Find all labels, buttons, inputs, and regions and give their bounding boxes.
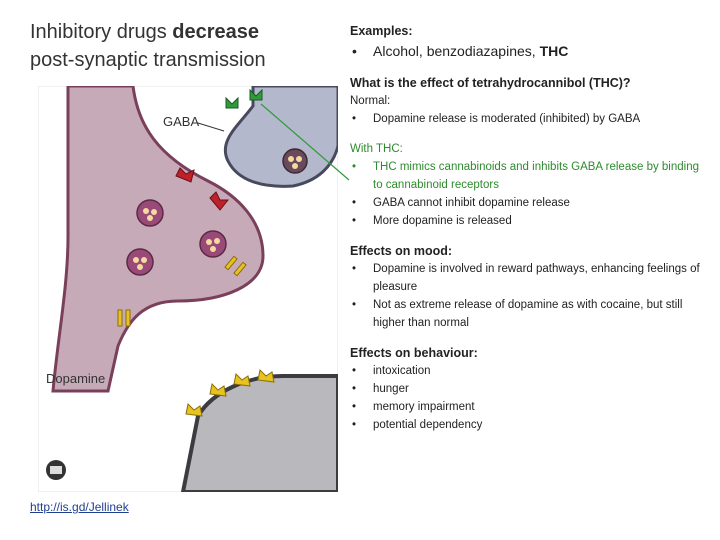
dopamine-molecules bbox=[117, 255, 247, 327]
title-part3: post-synaptic transmission bbox=[30, 49, 266, 71]
title-bold: decrease bbox=[172, 21, 260, 43]
dopamine-vesicles bbox=[126, 148, 308, 276]
examples-list: Alcohol, benzodiazapines, THC bbox=[350, 42, 710, 60]
cannabinoid-receptors bbox=[225, 88, 263, 109]
slide-title: Inhibitory drugs decrease post-synaptic … bbox=[30, 18, 340, 74]
list-item: More dopamine is released bbox=[350, 212, 710, 230]
dopamine-neuron bbox=[51, 86, 265, 393]
content-panel: Examples: Alcohol, benzodiazapines, THC … bbox=[350, 22, 710, 446]
with-thc-section: With THC: THC mimics cannabinoids and in… bbox=[350, 140, 710, 230]
normal-label: Normal: bbox=[350, 95, 391, 107]
list-item: GABA cannot inhibit dopamine release bbox=[350, 194, 710, 212]
behaviour-section: Effects on behaviour: intoxication hunge… bbox=[350, 344, 710, 434]
list-item: hunger bbox=[350, 380, 710, 398]
gaba-receptors bbox=[175, 167, 230, 211]
list-item: intoxication bbox=[350, 362, 710, 380]
list-item: potential dependency bbox=[350, 416, 710, 434]
gaba-pointer bbox=[197, 122, 225, 132]
title-part1: Inhibitory drugs bbox=[30, 21, 173, 43]
behaviour-list: intoxication hunger memory impairment po… bbox=[350, 362, 710, 434]
examples-item: Alcohol, benzodiazapines, THC bbox=[350, 42, 710, 60]
mood-section: Effects on mood: Dopamine is involved in… bbox=[350, 242, 710, 332]
gaba-neuron bbox=[223, 86, 338, 188]
examples-heading: Examples: bbox=[350, 24, 413, 38]
list-item: Not as extreme release of dopamine as wi… bbox=[350, 296, 710, 332]
with-thc-list: THC mimics cannabinoids and inhibits GAB… bbox=[350, 158, 710, 230]
postsynaptic-neuron bbox=[180, 374, 338, 492]
gaba-label: GABA bbox=[163, 114, 199, 129]
camera-icon bbox=[46, 460, 66, 480]
with-thc-heading: With THC: bbox=[350, 143, 403, 155]
list-item: memory impairment bbox=[350, 398, 710, 416]
mood-list: Dopamine is involved in reward pathways,… bbox=[350, 260, 710, 332]
synapse-diagram: GABA Dopamine bbox=[38, 86, 338, 492]
list-item: THC mimics cannabinoids and inhibits GAB… bbox=[350, 158, 710, 194]
question-section: What is the effect of tetrahydrocannibol… bbox=[350, 74, 710, 128]
list-item: Dopamine is involved in reward pathways,… bbox=[350, 260, 710, 296]
normal-list: Dopamine release is moderated (inhibited… bbox=[350, 110, 710, 128]
question-heading: What is the effect of tetrahydrocannibol… bbox=[350, 76, 631, 90]
behaviour-heading: Effects on behaviour: bbox=[350, 346, 478, 360]
dopamine-label: Dopamine bbox=[46, 371, 105, 386]
list-item: Dopamine release is moderated (inhibited… bbox=[350, 110, 710, 128]
mood-heading: Effects on mood: bbox=[350, 244, 453, 258]
dopamine-receptors bbox=[185, 368, 275, 417]
credit-link[interactable]: http://is.gd/Jellinek bbox=[30, 500, 129, 514]
